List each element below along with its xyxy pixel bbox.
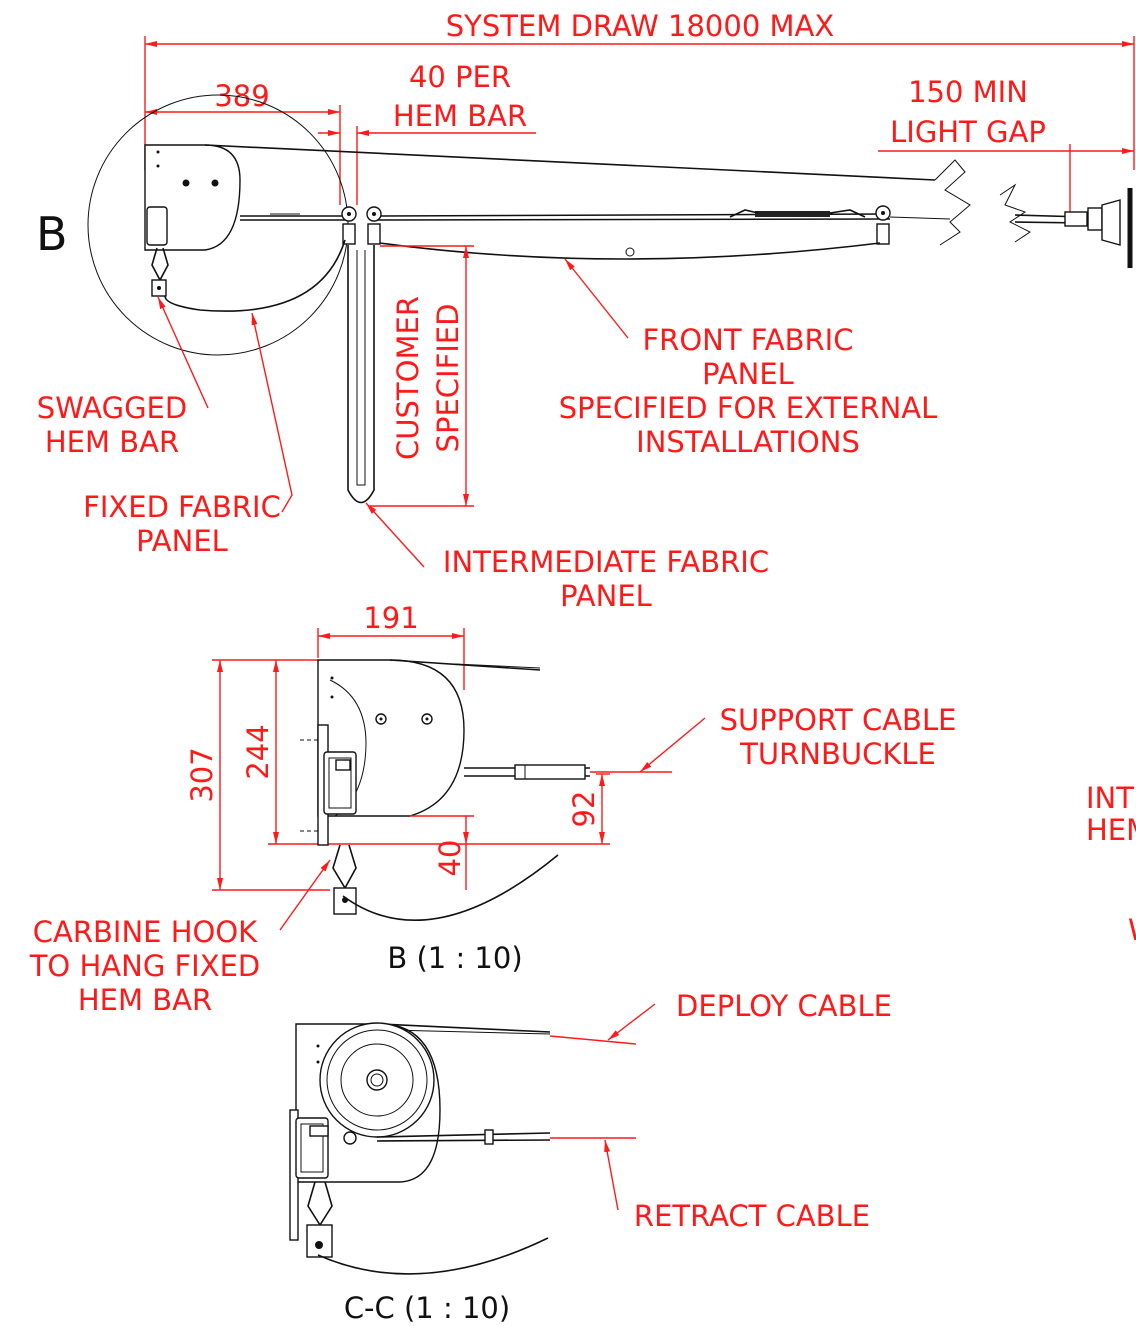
deploy-cable-label: DEPLOY CABLE [676,989,892,1023]
customer-specified-label-1: CUSTOMER [391,296,425,460]
fixed-panel-label-1: FIXED FABRIC [83,490,281,524]
system-draw-label: SYSTEM DRAW 18000 MAX [446,9,834,43]
dim-40-per-hem-bar: 40 PER HEM BAR [318,60,536,205]
swagged-leader [157,296,209,409]
carbine-leader [279,859,331,931]
carbine-label-2: TO HANG FIXED [29,949,261,983]
front-panel-note: FRONT FABRIC PANEL SPECIFIED FOR EXTERNA… [559,323,938,459]
swagged-label-1: SWAGGED [37,391,187,425]
front-panel-label-1: FRONT FABRIC [643,323,854,357]
dim-307: 307 [185,659,330,891]
dim-191-label: 191 [363,601,418,635]
dim-40-label: 40 [433,840,467,877]
hem-bar-brackets [341,205,891,245]
dim-389-label: 389 [214,79,269,113]
deploy-cable-dim-line [549,1035,637,1045]
support-cable-label-1: SUPPORT CABLE [720,703,957,737]
per-hem-bar-label-1: 40 PER [409,60,511,94]
fixed-panel-label-2: PANEL [136,524,228,558]
panel-eyelet [625,247,635,257]
customer-specified-label-2: SPECIFIED [431,304,465,453]
intermediate-label-2: PANEL [560,579,652,613]
retract-cable-label: RETRACT CABLE [634,1199,870,1233]
fixed-fabric-panel [164,239,346,312]
clipped-hem-label: HEM [1086,813,1136,847]
front-panel-label-4: INSTALLATIONS [636,425,860,459]
support-cable-leader [639,717,706,773]
intermediate-leader [365,502,425,568]
detail-label-b: B [36,207,68,261]
dim-191: 191 [317,601,465,690]
dim-40: 40 [410,815,474,890]
deploy-leader [607,1003,656,1041]
per-hem-bar-label-2: HEM BAR [393,99,527,133]
carbine-label-3: HEM BAR [78,983,212,1017]
light-gap-label-1: 150 MIN [908,75,1028,109]
front-panel-leader [564,258,629,339]
retract-leader [604,1139,619,1211]
front-panel-label-2: PANEL [702,357,794,391]
support-cable-label-2: TURNBUCKLE [739,737,936,771]
dim-light-gap: 150 MIN LIGHT GAP [878,75,1134,218]
intermediate-label-1: INTERMEDIATE FABRIC [443,545,769,579]
dim-customer-specified: CUSTOMER SPECIFIED [370,245,474,507]
detail-b-housing [300,659,590,922]
intermediate-fabric-panel [347,245,375,504]
headbox-top-view [144,144,241,297]
clipped-int-label: INT [1086,781,1134,815]
dim-244-label: 244 [241,724,275,779]
dim-389: 389 [145,79,341,205]
front-panel-label-3: SPECIFIED FOR EXTERNAL [559,391,938,425]
detail-b-caption: B (1 : 10) [387,941,522,975]
dim-92: 92 [567,773,610,844]
light-gap-label-2: LIGHT GAP [890,115,1046,149]
front-fabric-panel [379,242,881,260]
system-draw-dimension: SYSTEM DRAW 18000 MAX [144,9,1135,170]
section-cc-housing [289,1022,551,1275]
section-cc-caption: C-C (1 : 10) [344,1291,510,1325]
cable-run [204,144,1031,246]
clipped-w-label: W [1128,913,1136,947]
dim-307-label: 307 [185,747,219,802]
dim-92-label: 92 [567,791,601,828]
wall-fitting [1014,188,1133,268]
fixed-panel-leader [251,312,293,513]
carbine-label-1: CARBINE HOOK [33,915,258,949]
swagged-label-2: HEM BAR [45,425,179,459]
